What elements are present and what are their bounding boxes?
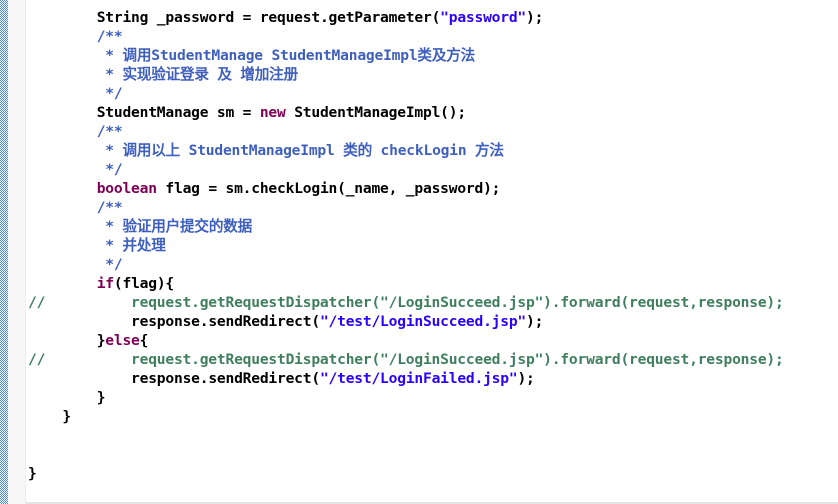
code-token: } [62,408,71,425]
indent-whitespace [28,275,97,292]
code-line[interactable]: } [28,464,784,483]
keyword-token: boolean [96,180,157,197]
line-comment-token: // request.getRequestDispatcher("/LoginS… [28,351,784,368]
keyword-token: else [105,332,140,349]
string-literal-token: "/test/LoginSucceed.jsp" [319,313,527,330]
indent-whitespace [28,9,97,26]
indent-whitespace [28,370,131,387]
keyword-token: if [96,275,114,292]
indent-whitespace [28,123,97,140]
javadoc-comment-token: */ [96,85,123,102]
code-line[interactable]: /** [28,27,784,46]
javadoc-comment-token: * 并处理 [96,237,166,254]
indent-whitespace [28,218,97,235]
code-line[interactable]: String _password = request.getParameter(… [28,8,784,27]
indent-whitespace [28,389,97,406]
string-literal-token: "password" [440,9,527,26]
code-line[interactable]: } [28,407,784,426]
code-line[interactable]: /** [28,122,784,141]
indent-whitespace [28,104,97,121]
code-line[interactable] [28,445,784,464]
javadoc-comment-token: /** [96,28,123,45]
indent-whitespace [28,332,97,349]
code-token: ); [526,313,544,330]
line-comment-token: // request.getRequestDispatcher("/LoginS… [28,294,784,311]
code-token: response.sendRedirect( [131,370,320,387]
code-line[interactable]: */ [28,84,784,103]
code-line[interactable]: response.sendRedirect("/test/LoginFailed… [28,369,784,388]
line-gutter[interactable] [8,0,26,504]
string-literal-token: "/test/LoginFailed.jsp" [319,370,518,387]
indent-whitespace [28,237,97,254]
code-line[interactable]: */ [28,255,784,274]
code-line[interactable]: * 调用以上 StudentManageImpl 类的 checkLogin 方… [28,141,784,160]
javadoc-comment-token: */ [96,256,123,273]
indent-whitespace [28,180,97,197]
code-token: ); [517,370,535,387]
code-line[interactable] [28,426,784,445]
code-token: } [96,332,106,349]
indent-whitespace [28,199,97,216]
code-token: } [96,389,106,406]
code-token: flag = sm.checkLogin(_name, _password); [156,180,501,197]
overview-ruler-scrollbar[interactable] [0,0,8,504]
indent-whitespace [28,408,62,425]
code-text-area[interactable]: String _password = request.getParameter(… [28,8,784,483]
indent-whitespace [28,313,131,330]
code-line[interactable]: */ [28,160,784,179]
indent-whitespace [28,256,97,273]
code-line[interactable]: // request.getRequestDispatcher("/LoginS… [28,350,784,369]
indent-whitespace [28,161,97,178]
code-token: ); [526,9,544,26]
code-line[interactable]: * 调用StudentManage StudentManageImpl类及方法 [28,46,784,65]
javadoc-comment-token: * 调用StudentManage StudentManageImpl类及方法 [96,47,475,64]
indent-whitespace [28,66,97,83]
javadoc-comment-token: /** [96,123,123,140]
code-line[interactable]: StudentManage sm = new StudentManageImpl… [28,103,784,122]
javadoc-comment-token: * 实现验证登录 及 增加注册 [96,66,298,83]
code-token: } [28,465,37,482]
code-token: (flag){ [113,275,174,292]
javadoc-comment-token: * 验证用户提交的数据 [96,218,253,235]
code-line[interactable]: // request.getRequestDispatcher("/LoginS… [28,293,784,312]
indent-whitespace [28,142,97,159]
horizontal-scrollbar-edge [26,502,838,504]
indent-whitespace [28,47,97,64]
code-line[interactable]: /** [28,198,784,217]
code-token: { [139,332,149,349]
javadoc-comment-token: */ [96,161,123,178]
code-line[interactable]: }else{ [28,331,784,350]
code-token: StudentManage sm = [96,104,260,121]
indent-whitespace [28,85,97,102]
code-line[interactable]: * 验证用户提交的数据 [28,217,784,236]
indent-whitespace [28,28,97,45]
javadoc-comment-token: /** [96,199,123,216]
code-line[interactable]: response.sendRedirect("/test/LoginSuccee… [28,312,784,331]
code-line[interactable]: } [28,388,784,407]
code-token: StudentManageImpl(); [285,104,466,121]
code-line[interactable]: boolean flag = sm.checkLogin(_name, _pas… [28,179,784,198]
keyword-token: new [259,104,286,121]
code-line[interactable]: * 实现验证登录 及 增加注册 [28,65,784,84]
code-line[interactable]: * 并处理 [28,236,784,255]
javadoc-comment-token: * 调用以上 StudentManageImpl 类的 checkLogin 方… [96,142,504,159]
code-token: String _password = request.getParameter( [96,9,441,26]
code-line[interactable]: if(flag){ [28,274,784,293]
code-token: response.sendRedirect( [131,313,320,330]
